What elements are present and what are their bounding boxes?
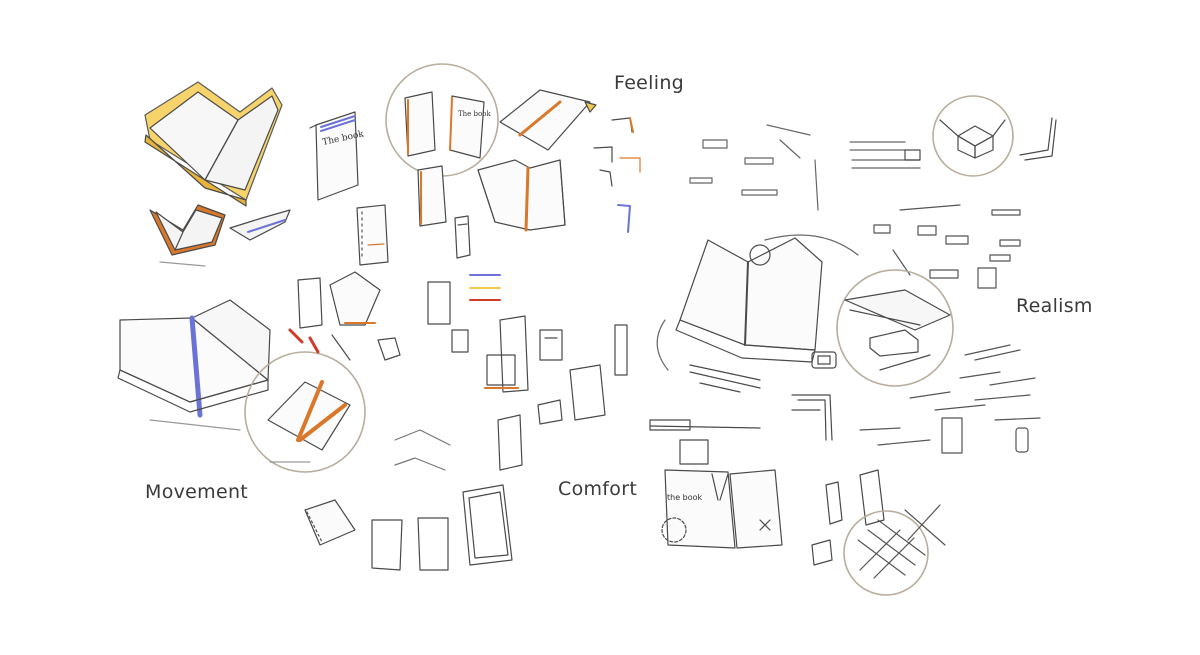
svg-text:The book: The book	[458, 110, 491, 118]
detail-circle-grid	[843, 510, 929, 596]
corner-joint-sketch	[939, 119, 1006, 159]
notebook-comfort-sketch: the book	[661, 469, 783, 549]
svg-text:the book: the book	[667, 493, 703, 502]
open-book-realism-sketch	[656, 234, 859, 393]
small-tab-sketch	[811, 351, 837, 369]
corner-frame-sketch	[649, 394, 833, 465]
corner-details-sketch	[593, 117, 641, 233]
panel-sketches	[811, 469, 885, 566]
small-book-sketches	[288, 271, 501, 361]
detail-circle-realism	[836, 269, 954, 387]
detail-circle-corner	[932, 95, 1014, 177]
open-book-top-sketch	[499, 89, 597, 151]
book-bookmark-sketch	[267, 380, 351, 463]
book-covers-in-circle: The book	[404, 91, 491, 159]
strip-sketches	[859, 344, 1041, 454]
corner-edge-sketch	[1019, 117, 1057, 161]
detail-circle-movement	[244, 351, 366, 473]
clip-detail-sketch	[844, 289, 951, 371]
open-book-yellow-sketch	[144, 81, 283, 207]
notebook-sketches-bottom	[304, 414, 523, 571]
notebook-dots-sketch	[356, 204, 389, 266]
open-book-orange-sketch	[149, 204, 226, 267]
label-realism: Realism	[1016, 295, 1093, 317]
label-comfort: Comfort	[558, 478, 638, 500]
book-edge-blue-sketch	[229, 209, 291, 241]
clip-sketches	[873, 204, 1021, 289]
label-feeling: Feeling	[614, 72, 685, 94]
open-book-spine-sketch	[477, 159, 566, 232]
open-book-movement-sketch	[117, 299, 271, 431]
profile-sketches	[689, 124, 921, 211]
device-sketches	[484, 315, 628, 425]
grid-sketch	[857, 504, 946, 579]
book-cover-sketch: The book	[309, 111, 365, 201]
standing-book-sketch	[417, 165, 471, 259]
label-movement: Movement	[145, 481, 249, 503]
